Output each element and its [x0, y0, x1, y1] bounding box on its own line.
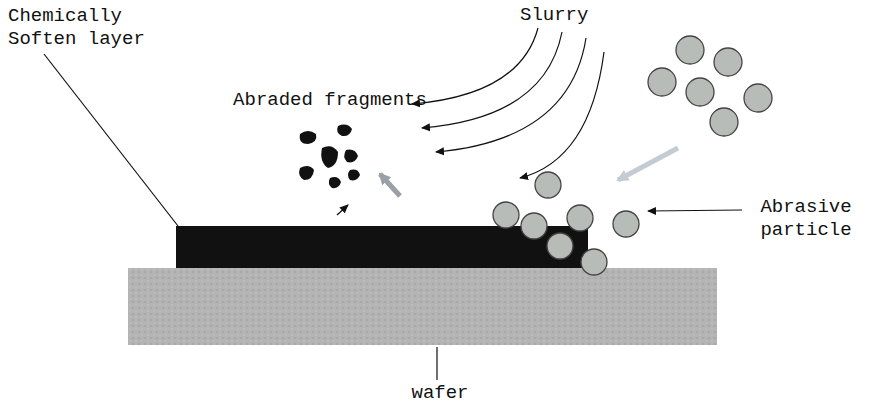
leader-line: [44, 54, 178, 226]
slurry-flow: [412, 28, 604, 178]
wafer-label: wafer: [405, 382, 475, 405]
layer-label: Chemically Soften layer: [8, 5, 158, 51]
wafer-substrate: [128, 268, 717, 345]
leader-arrow: [337, 205, 348, 215]
leader-line: [436, 347, 437, 380]
fragments-label: Abraded fragments: [233, 89, 427, 112]
abrasive-particles: [493, 36, 772, 275]
leader-arrow: [648, 210, 742, 211]
particle-label: Abrasive particle: [747, 196, 865, 242]
removal-arrow: [380, 174, 400, 196]
abraded-fragments: [299, 125, 360, 189]
slurry-label: Slurry: [520, 4, 610, 27]
particle-arrow: [618, 148, 678, 180]
